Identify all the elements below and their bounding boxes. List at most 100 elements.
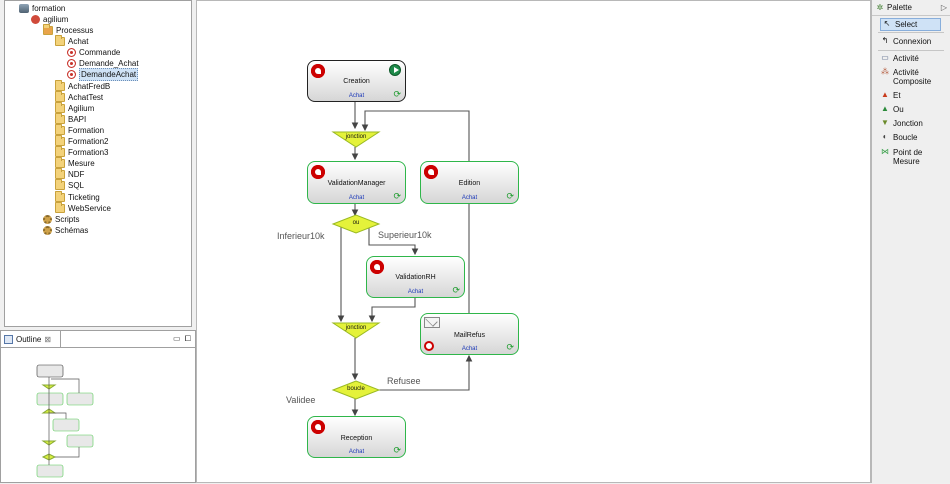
gate-label-boucle: boucle bbox=[347, 386, 365, 392]
gate-jonction-1[interactable] bbox=[331, 131, 381, 148]
node-validation-rh[interactable]: ValidationRH Achat ⟳ bbox=[366, 256, 465, 298]
palette-item-boucle[interactable]: ◐ Boucle bbox=[881, 133, 918, 143]
tree-item-achatfredb[interactable]: AchatFredB bbox=[55, 80, 111, 92]
outline-title: Outline bbox=[16, 334, 42, 344]
close-icon[interactable]: ⊠ bbox=[44, 334, 52, 344]
tree-item-achattest[interactable]: AchatTest bbox=[55, 91, 103, 103]
refresh-icon: ⟳ bbox=[506, 191, 514, 201]
tree-item-label: NDF bbox=[68, 170, 85, 179]
tree-item-ticketing[interactable]: Ticketing bbox=[55, 191, 100, 203]
tree-item-demande-achat[interactable]: Demande_Achat bbox=[67, 58, 139, 69]
point-de-mesure-icon: ⋈ bbox=[881, 147, 889, 156]
tree-item-ndf[interactable]: NDF bbox=[55, 168, 85, 180]
refresh-icon: ⟳ bbox=[506, 342, 514, 352]
cog-icon bbox=[43, 215, 52, 224]
node-validation-manager[interactable]: ValidationManager Achat ⟳ bbox=[307, 161, 406, 204]
folder-icon bbox=[55, 157, 65, 168]
palette-item-label: Connexion bbox=[893, 37, 932, 46]
project-icon bbox=[31, 15, 40, 24]
palette-title: Palette bbox=[887, 3, 912, 12]
palette-item-jonction[interactable]: ▼ Jonction bbox=[881, 118, 923, 129]
tree-item-label: Ticketing bbox=[68, 193, 100, 202]
node-type: Achat bbox=[461, 195, 478, 201]
tree-item-agilium[interactable]: agilium bbox=[31, 14, 68, 25]
cog-icon bbox=[43, 226, 52, 235]
folder-icon bbox=[55, 179, 65, 190]
tree-item-label: DemandeAchat bbox=[79, 68, 139, 81]
palette-separator bbox=[878, 32, 944, 33]
tree-item-sql[interactable]: SQL bbox=[55, 179, 84, 191]
tree-item-bapi[interactable]: BAPI bbox=[55, 113, 86, 125]
outline-icon bbox=[4, 334, 13, 344]
tree-item-label: Mesure bbox=[68, 159, 95, 168]
outline-thumbnail[interactable] bbox=[29, 361, 99, 481]
select-icon: ↖ bbox=[883, 19, 891, 28]
tree-item-label: Processus bbox=[56, 26, 94, 35]
tree-item-formation2[interactable]: Formation2 bbox=[55, 135, 108, 147]
palette-item-label: Activité bbox=[893, 54, 919, 63]
palette-item-activite[interactable]: ▭ Activité bbox=[881, 53, 919, 64]
palette-item-label: Et bbox=[893, 91, 901, 100]
node-mail-refus[interactable]: MailRefus Achat ⟳ bbox=[420, 313, 519, 355]
tree-item-webservice[interactable]: WebService bbox=[55, 202, 111, 214]
node-reception[interactable]: Reception Achat ⟳ bbox=[307, 416, 406, 458]
tree-item-label: Achat bbox=[68, 37, 89, 46]
activite-icon: ▭ bbox=[881, 53, 889, 62]
process-folder-icon bbox=[43, 24, 53, 35]
palette-item-connexion[interactable]: ↰ Connexion bbox=[881, 36, 932, 47]
node-type: Achat bbox=[348, 195, 365, 201]
tree-item-scripts[interactable]: Scripts bbox=[43, 214, 79, 225]
tree-item-label: agilium bbox=[43, 15, 69, 24]
diagram-canvas[interactable]: jonction ou jonction boucle Creation Ach… bbox=[196, 0, 871, 483]
edge-label-refusee: Refusee bbox=[387, 376, 421, 386]
jonction-icon: ▼ bbox=[881, 118, 889, 127]
palette-item-point-de-mesure[interactable]: ⋈ Point de Mesure bbox=[881, 147, 950, 167]
gate-jonction-2[interactable] bbox=[331, 322, 381, 339]
palette-panel: ✲ Palette ▷ ↖ Select ↰ Connexion ▭ Activ… bbox=[871, 0, 950, 483]
tree-item-processus[interactable]: Processus bbox=[43, 24, 94, 36]
folder-icon bbox=[55, 191, 65, 202]
tree-item-agilium-folder[interactable]: Agilium bbox=[55, 102, 95, 114]
minimize-icon[interactable]: ▭ bbox=[173, 334, 181, 343]
node-edition[interactable]: Edition Achat ⟳ bbox=[420, 161, 519, 204]
edge-label-superieur: Superieur10k bbox=[378, 230, 432, 240]
tree-item-schemas[interactable]: Schémas bbox=[43, 225, 88, 236]
palette-item-ou[interactable]: ▲ Ou bbox=[881, 104, 904, 115]
tree-item-label: Scripts bbox=[55, 215, 80, 224]
tree-item-formation-folder[interactable]: Formation bbox=[55, 124, 105, 136]
gate-ou[interactable] bbox=[331, 214, 381, 234]
tree-item-label: Formation bbox=[68, 126, 105, 135]
refresh-icon: ⟳ bbox=[393, 191, 401, 201]
outline-controls: ▭ ⧠ bbox=[173, 334, 191, 344]
palette-item-label: Point de Mesure bbox=[893, 148, 923, 166]
palette-icon: ✲ bbox=[876, 2, 884, 12]
mail-icon bbox=[424, 317, 440, 328]
gate-boucle[interactable] bbox=[331, 380, 381, 400]
process-icon bbox=[67, 48, 76, 57]
gate-label-jonction-1: jonction bbox=[345, 134, 367, 140]
collapse-arrow-icon[interactable]: ▷ bbox=[940, 3, 947, 12]
tree-item-label: formation bbox=[32, 4, 66, 13]
outline-panel: Outline ⊠ ▭ ⧠ bbox=[0, 330, 196, 483]
node-label: ValidationRH bbox=[395, 274, 436, 281]
palette-item-select[interactable]: ↖ Select bbox=[880, 18, 941, 31]
node-creation[interactable]: Creation Achat ⟳ bbox=[307, 60, 406, 102]
palette-item-et[interactable]: ▲ Et bbox=[881, 91, 901, 101]
palette-item-label: Boucle bbox=[893, 133, 918, 142]
folder-icon bbox=[55, 135, 65, 146]
tree-item-label: Agilium bbox=[68, 104, 95, 113]
outline-tab[interactable]: Outline ⊠ bbox=[1, 331, 61, 347]
agilium-logo-icon bbox=[424, 165, 438, 179]
tree-item-formation[interactable]: formation bbox=[19, 3, 65, 14]
agilium-logo-icon bbox=[370, 260, 384, 274]
ou-icon: ▲ bbox=[881, 104, 889, 113]
tree-item-label: AchatFredB bbox=[68, 82, 111, 91]
maximize-icon[interactable]: ⧠ bbox=[184, 334, 191, 343]
tree-item-formation3[interactable]: Formation3 bbox=[55, 146, 108, 158]
tree-item-mesure[interactable]: Mesure bbox=[55, 157, 95, 169]
palette-item-activite-composite[interactable]: ⁂ Activité Composite bbox=[881, 68, 941, 87]
tree-item-achat[interactable]: Achat bbox=[55, 35, 89, 47]
tree-item-demandeachat[interactable]: DemandeAchat bbox=[67, 68, 139, 81]
connexion-icon: ↰ bbox=[881, 36, 889, 45]
tree-item-commande[interactable]: Commande bbox=[67, 47, 120, 58]
